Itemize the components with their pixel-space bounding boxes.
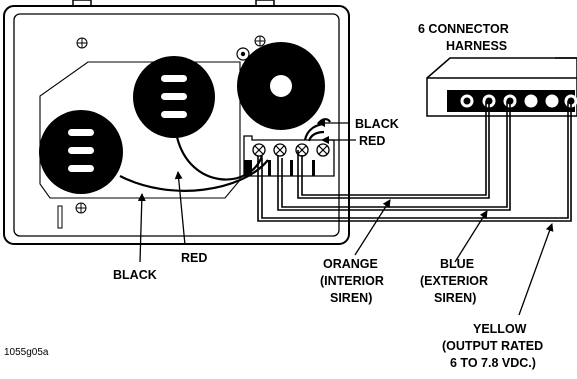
mounting-screw-icon: [254, 35, 266, 47]
figure-code: 1055g05a: [4, 347, 49, 358]
callout-arrows: [137, 119, 554, 316]
red-bottom-label: RED: [181, 251, 207, 265]
piezo-sounder: [236, 42, 325, 130]
harness-label-line2: HARNESS: [446, 39, 507, 53]
mounting-screw-icon: [76, 37, 88, 49]
terminal-block: [243, 135, 335, 177]
yellow-label-line3: 6 TO 7.8 VDC.): [450, 356, 536, 370]
red-top-label: RED: [359, 134, 385, 148]
left-speaker: [39, 110, 123, 194]
black-bottom-label: BLACK: [113, 268, 157, 282]
harness-wires: [257, 101, 572, 222]
center-speaker: [133, 56, 215, 138]
yellow-label-line2: (OUTPUT RATED: [442, 339, 543, 353]
terminal-screw-icon: [316, 143, 330, 157]
orange-label-line3: SIREN): [330, 291, 372, 305]
black-top-label: BLACK: [355, 117, 399, 131]
blue-label-line3: SIREN): [434, 291, 476, 305]
orange-label-line1: ORANGE: [323, 257, 378, 271]
harness-label-line1: 6 CONNECTOR: [418, 22, 509, 36]
terminal-screw-icon: [295, 143, 309, 157]
yellow-label-line1: YELLOW: [473, 322, 527, 336]
terminal-screw-icon: [252, 143, 266, 157]
orange-label-line2: (INTERIOR: [320, 274, 384, 288]
mounting-screw-icon: [75, 202, 87, 214]
six-connector-harness: [426, 57, 577, 117]
terminal-screw-icon: [273, 143, 287, 157]
blue-label-line2: (EXTERIOR: [420, 274, 488, 288]
blue-label-line1: BLUE: [440, 257, 474, 271]
